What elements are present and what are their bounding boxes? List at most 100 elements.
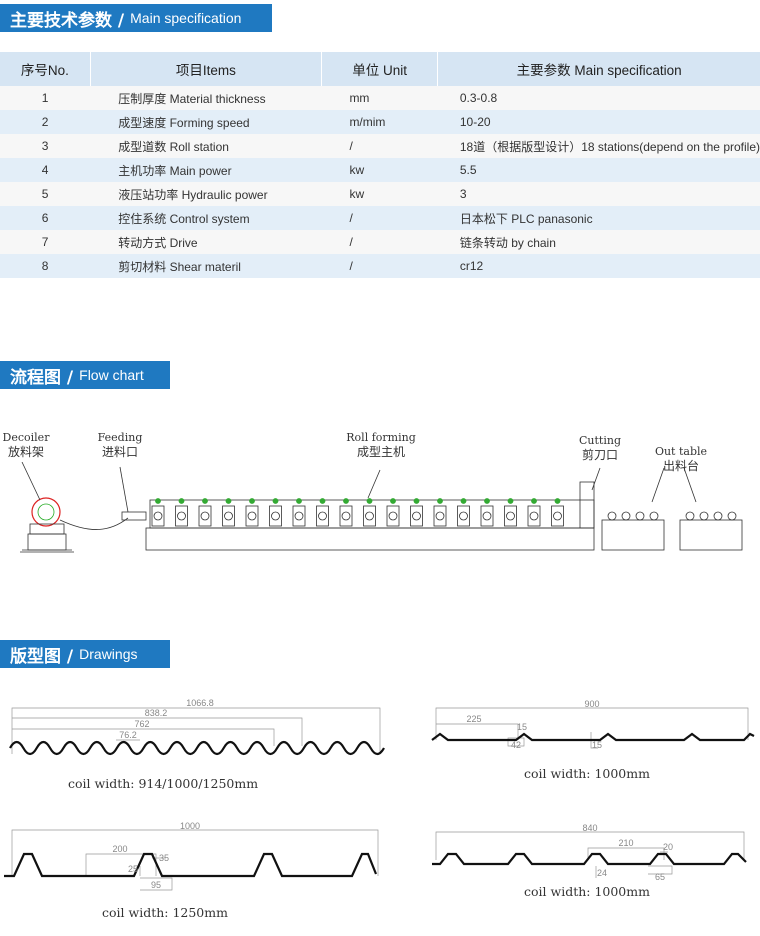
section-header-flow: 流程图 / Flow chart: [0, 361, 170, 389]
roll-forming-label: Roll forming 成型主机: [336, 430, 426, 460]
cell-unit: /: [349, 211, 353, 225]
cell-item: 转动方式 Drive: [118, 235, 198, 250]
coil-width-3: coil width: 1250mm: [102, 905, 228, 920]
dim-label: 15: [592, 740, 602, 750]
dim-label: 35: [159, 853, 169, 863]
cell-spec: 5.5: [459, 163, 477, 177]
cell-spec: 链条转动 by chain: [459, 235, 556, 250]
flow-chart-diagram: [20, 462, 743, 553]
dim-label: 762: [134, 719, 149, 729]
section-title-cn: 流程图 /: [10, 367, 74, 388]
roll-station: [222, 505, 235, 527]
table-row: 8 剪切材料 Shear materil / cr12: [0, 254, 760, 278]
feeding-label-cn: 进料口: [101, 445, 138, 459]
roll-station: [151, 505, 165, 527]
table-row: 6 控住系统 Control system / 日本松下 PLC panason…: [0, 206, 760, 230]
roll-station: [480, 505, 494, 527]
feeding-label: Feeding 进料口: [94, 430, 146, 460]
profile-drawing-2: 900 225 15 42 15: [431, 699, 755, 750]
cutting-label-cn: 剪刀口: [581, 448, 618, 462]
section-header-drawings: 版型图 / Drawings: [0, 640, 170, 668]
cell-unit: /: [349, 235, 353, 249]
profile-drawing-1: 1066.8 838.2 762 76.2: [9, 698, 385, 756]
dim-label: 1066.8: [186, 698, 214, 708]
dim-label: 24: [597, 868, 607, 878]
profile-drawing-4: 840 210 20 24 65: [432, 823, 747, 882]
dim-label: 76.2: [119, 730, 137, 740]
roll-station: [363, 505, 376, 527]
decoiler-coil: [31, 497, 61, 527]
cell-no: 7: [41, 235, 49, 249]
cutting-label-en: Cutting: [579, 434, 621, 447]
dim-label: 65: [655, 872, 665, 882]
roll-station: [269, 505, 282, 527]
roll-station: [457, 505, 470, 527]
dim-label: 225: [466, 714, 481, 724]
section-title-en: Main specification: [130, 10, 242, 26]
coil-width-2: coil width: 1000mm: [524, 766, 650, 781]
cell-item: 剪切材料 Shear materil: [118, 259, 241, 274]
table-row: 2 成型速度 Forming speed m/mim 10-20: [0, 110, 760, 134]
section-title-en: Drawings: [79, 646, 138, 662]
cell-no: 5: [41, 187, 49, 201]
table-row: 4 主机功率 Main power kw 5.5: [0, 158, 760, 182]
roll-forming-base: [145, 527, 595, 551]
cell-no: 8: [41, 259, 49, 273]
out-table-2: [679, 519, 743, 551]
section-title-en: Flow chart: [79, 367, 144, 383]
table-row: 3 成型道数 Roll station / 18道（根据版型设计）18 stat…: [0, 134, 760, 158]
dim-label: 25: [128, 864, 138, 874]
roll-station: [504, 505, 517, 527]
dim-label: 1000: [180, 821, 200, 831]
cell-spec: 3: [459, 187, 467, 201]
cell-spec: cr12: [459, 259, 484, 273]
cell-item: 液压站功率 Hydraulic power: [118, 187, 268, 202]
header-unit: 单位 Unit: [321, 52, 439, 86]
cutting-label: Cutting 剪刀口: [572, 433, 628, 463]
dim-label: 15: [517, 722, 527, 732]
dim-label: 20: [663, 842, 673, 852]
cell-unit: /: [349, 139, 353, 153]
out-table-label-cn: 出料台: [662, 459, 699, 473]
feeding-label-en: Feeding: [97, 431, 143, 444]
spec-table: 序号No. 项目Items 单位 Unit 主要参数 Main specific…: [0, 52, 760, 278]
cell-spec: 日本松下 PLC panasonic: [459, 211, 593, 226]
section-header-spec: 主要技术参数 / Main specification: [0, 4, 272, 32]
coil-width-1: coil width: 914/1000/1250mm: [68, 776, 259, 791]
dim-label: 200: [112, 844, 127, 854]
cell-no: 1: [41, 91, 49, 105]
cell-item: 成型道数 Roll station: [118, 139, 229, 154]
roll-forming-label-en: Roll forming: [346, 431, 416, 444]
roll-station: [527, 505, 541, 527]
cell-no: 4: [41, 163, 49, 177]
section-title-cn: 版型图 /: [10, 646, 74, 667]
cell-item: 控住系统 Control system: [118, 211, 250, 226]
cell-no: 2: [41, 115, 49, 129]
cell-spec: 10-20: [459, 115, 491, 129]
decoiler-label-cn: 放料架: [7, 445, 44, 459]
dim-label: 838.2: [145, 708, 168, 718]
table-header-row: 序号No. 项目Items 单位 Unit 主要参数 Main specific…: [0, 52, 760, 86]
cell-unit: m/mim: [349, 115, 386, 129]
coil-width-4: coil width: 1000mm: [524, 884, 650, 899]
roll-station: [433, 505, 447, 527]
section-title-cn: 主要技术参数 /: [10, 10, 125, 31]
table-row: 5 液压站功率 Hydraulic power kw 3: [0, 182, 760, 206]
dim-label: 95: [151, 880, 161, 890]
cell-item: 主机功率 Main power: [118, 163, 232, 178]
cell-item: 压制厚度 Material thickness: [118, 91, 266, 106]
roll-station: [245, 505, 259, 527]
out-table-label-en: Out table: [654, 445, 708, 458]
roll-station: [198, 505, 212, 527]
roll-station: [410, 505, 423, 527]
decoiler-label-en: Decoiler: [2, 431, 50, 444]
header-items: 项目Items: [90, 52, 322, 86]
dim-label: 840: [582, 823, 597, 833]
roll-station: [316, 505, 329, 527]
roll-forming-label-cn: 成型主机: [356, 445, 405, 459]
cell-spec: 18道（根据版型设计）18 stations(depend on the pro…: [459, 139, 760, 154]
out-table-label: Out table 出料台: [648, 444, 714, 474]
header-spec: 主要参数 Main specification: [516, 63, 682, 78]
cell-item: 成型速度 Forming speed: [118, 115, 250, 130]
cell-spec: 0.3-0.8: [459, 91, 498, 105]
